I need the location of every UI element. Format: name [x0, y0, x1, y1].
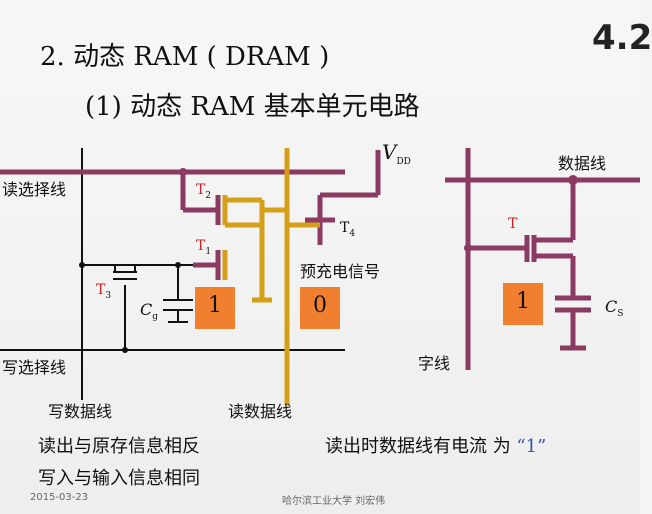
precharge-label: 预充电信号 [300, 262, 381, 281]
junction [179, 168, 187, 176]
note-read-current: 读出时数据线有电流 为 “1” [325, 436, 547, 457]
t4-label: T4 [340, 220, 356, 239]
cg-label: Cg [140, 300, 159, 323]
t3-label: T3 [96, 282, 112, 301]
junction [464, 244, 472, 252]
read-select-label: 读选择线 [2, 180, 67, 199]
note-write-same: 写入与输入信息相同 [38, 468, 200, 489]
data-out-value: 0 [313, 293, 327, 318]
junction [175, 262, 181, 268]
data-out-box [300, 287, 340, 329]
write-data-label: 写数据线 [48, 402, 113, 421]
junction [79, 262, 85, 268]
right-bit-value: 1 [516, 289, 530, 314]
junction [568, 175, 578, 185]
note-read-inverted: 读出与原存信息相反 [38, 436, 200, 457]
slide-number: 4.2 [592, 18, 652, 58]
stored-bit-box [195, 287, 235, 329]
word-line-label: 字线 [418, 354, 451, 373]
footer-author: 哈尔滨工业大学 刘宏伟 [282, 496, 386, 507]
t-label: T [508, 216, 518, 232]
vdd-label: VDD [382, 140, 411, 167]
read-data-label: 读数据线 [228, 402, 293, 421]
write-select-label: 写选择线 [2, 358, 67, 377]
right-bit-box [503, 283, 543, 325]
data-line-label: 数据线 [558, 154, 607, 173]
t2-label: T2 [196, 182, 212, 201]
slide-subheading: (1) 动态 RAM 基本单元电路 [85, 92, 420, 122]
stored-bit-value: 1 [208, 293, 222, 318]
footer-date: 2015-03-23 [30, 492, 89, 503]
t1-label: T1 [196, 238, 212, 257]
note-read-current-value: “1” [516, 436, 547, 457]
cs-label: CS [605, 297, 624, 320]
junction [122, 347, 128, 353]
slide-heading: 2. 动态 RAM ( DRAM ) [40, 42, 330, 72]
